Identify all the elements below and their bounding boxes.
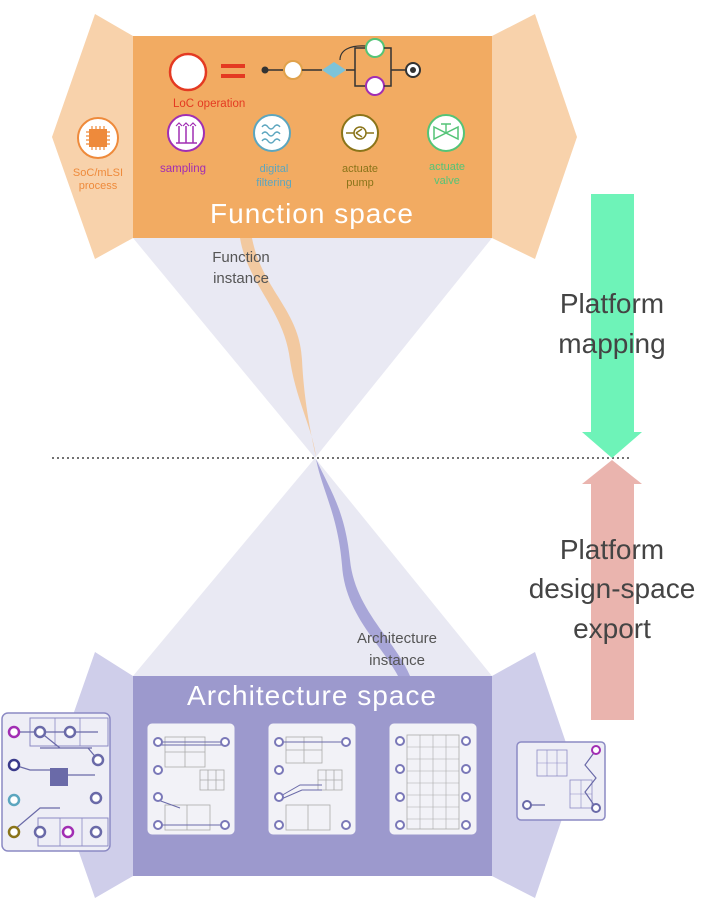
equals-icon-bar: [221, 74, 245, 78]
digital-filtering-label-line1: digital: [260, 163, 289, 175]
pump-icon: [341, 114, 379, 152]
digital-filtering-label-line2: filtering: [256, 177, 291, 189]
function-instance-line2: instance: [213, 270, 269, 287]
architecture-chip-3: [388, 722, 478, 836]
filter-icon: [253, 114, 291, 152]
architecture-instance-line1: Architecture: [357, 630, 437, 647]
platform-export-line2: design-space: [529, 573, 696, 604]
actuate-pump-label-line1: actuate: [342, 163, 378, 175]
architecture-instance-ribbon: [316, 459, 410, 676]
operation-flow-icon: [261, 38, 421, 96]
chip-icon: [77, 117, 119, 159]
valve-icon: [427, 114, 465, 152]
loc-operation-label: LoC operation: [173, 98, 245, 110]
function-space-title: Function space: [210, 198, 414, 229]
soc-label-line1: SoC/mLSI: [73, 167, 123, 179]
platform-mapping-arrow: [582, 194, 642, 458]
architecture-chip-left: [1, 712, 111, 852]
function-funnel: [133, 238, 492, 458]
platform-mapping-line2: mapping: [558, 328, 665, 359]
function-instance-ribbon: [240, 238, 316, 457]
sampling-label: sampling: [160, 163, 206, 175]
actuate-pump-label-line2: pump: [346, 177, 374, 189]
loc-operation-icon: [168, 52, 208, 92]
architecture-chip-1: [146, 722, 236, 836]
soc-label-line2: process: [79, 180, 118, 192]
equals-icon: [221, 64, 245, 68]
actuate-valve-label-line2: valve: [434, 175, 460, 187]
platform-export-line1: Platform: [560, 534, 664, 565]
architecture-chip-2: [267, 722, 357, 836]
platform-export-arrow: [582, 460, 642, 720]
architecture-funnel: [133, 458, 492, 676]
actuate-valve-label-line1: actuate: [429, 161, 465, 173]
architecture-space-title: Architecture space: [187, 680, 437, 711]
architecture-instance-line2: instance: [369, 652, 425, 669]
function-instance-line1: Function: [212, 249, 270, 266]
architecture-chip-right: [516, 741, 606, 821]
sampling-icon: [167, 114, 205, 152]
platform-export-line3: export: [573, 613, 651, 644]
platform-mapping-line1: Platform: [560, 288, 664, 319]
